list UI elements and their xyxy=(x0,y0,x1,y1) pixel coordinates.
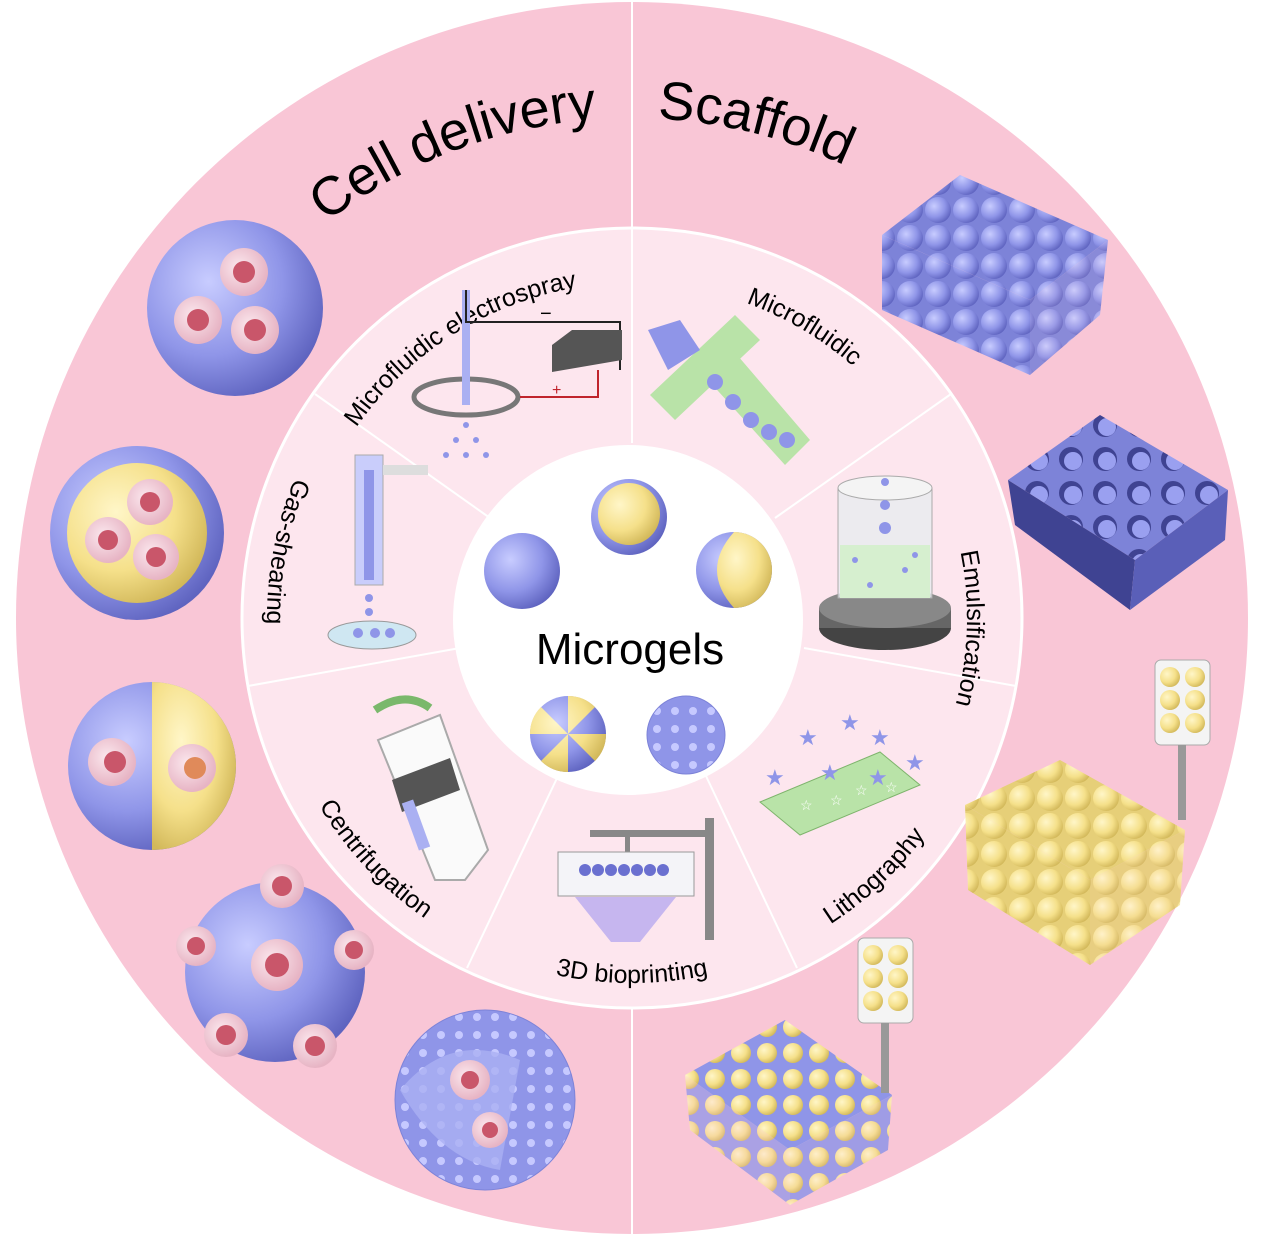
gas-shearing-illustration xyxy=(327,454,428,650)
scaffold-porous-blue xyxy=(1008,415,1228,610)
positive-sign: + xyxy=(552,382,561,399)
svg-text:★: ★ xyxy=(765,765,785,790)
microgel-janus xyxy=(696,532,772,608)
center-circle xyxy=(453,445,803,795)
svg-text:☆: ☆ xyxy=(800,797,813,813)
method-dividers xyxy=(247,228,1017,969)
center-title: Microgels xyxy=(536,625,724,674)
cell-laden-microgel-3 xyxy=(68,682,236,850)
svg-text:★: ★ xyxy=(870,725,890,750)
svg-text:★: ★ xyxy=(868,765,888,790)
svg-text:☆: ☆ xyxy=(855,782,868,798)
microgel-core-shell xyxy=(591,479,667,555)
centrifugation-illustration xyxy=(372,695,490,881)
svg-text:☆: ☆ xyxy=(885,779,898,795)
cell-laden-microgel-5 xyxy=(394,1009,576,1191)
microgel-segmented xyxy=(529,695,607,773)
svg-text:☆: ☆ xyxy=(830,792,843,808)
scaffold-composite xyxy=(685,937,914,1205)
svg-text:★: ★ xyxy=(798,725,818,750)
cell-laden-microgel-1 xyxy=(147,220,323,396)
electrospray-illustration: − + xyxy=(411,290,622,458)
bioprinting-illustration xyxy=(557,818,714,942)
svg-text:★: ★ xyxy=(905,750,925,775)
scaffold-packed-yellow xyxy=(965,659,1211,965)
svg-text:★: ★ xyxy=(820,760,840,785)
microfluidic-chip-illustration xyxy=(648,315,810,465)
emulsification-illustration xyxy=(819,475,951,650)
microgel-blue xyxy=(484,533,560,609)
microgel-porous xyxy=(646,695,726,775)
scaffold-packed-blue xyxy=(882,175,1108,375)
cell-laden-microgel-4 xyxy=(176,864,374,1068)
negative-sign: − xyxy=(540,303,552,325)
svg-text:★: ★ xyxy=(840,710,860,735)
cell-laden-microgel-2 xyxy=(50,446,224,620)
lithography-illustration: ★★★★★★★ ☆☆☆☆ xyxy=(759,710,925,836)
